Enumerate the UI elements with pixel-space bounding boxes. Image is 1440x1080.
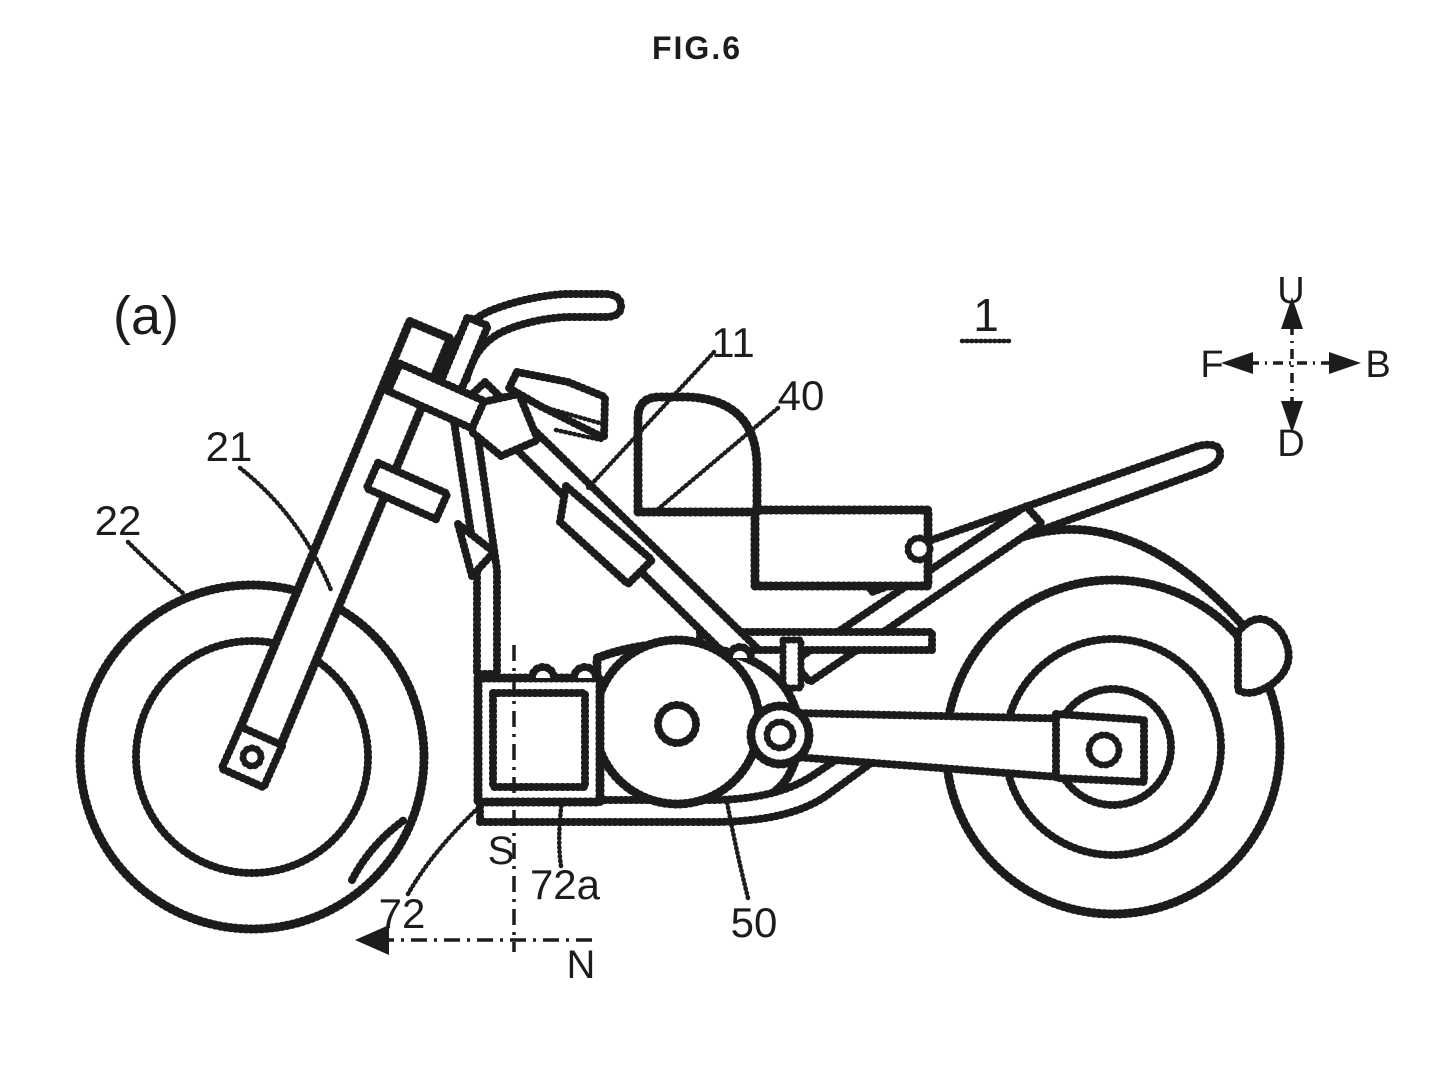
motorcycle-diagram (75, 290, 1293, 934)
compass-back-label: B (1365, 344, 1390, 386)
swingarm (746, 701, 1148, 786)
overall-reference-label: 1 (973, 289, 999, 341)
rear-frame (696, 440, 1225, 692)
n-axis-arrowhead (355, 925, 389, 955)
construction-lines (355, 645, 592, 955)
compass-down-arrowhead (1281, 401, 1303, 433)
leader-21 (237, 465, 334, 593)
tank-and-covers (454, 368, 656, 588)
compass-up-arrowhead (1281, 297, 1303, 329)
leader-lines (125, 349, 781, 901)
leader-22 (125, 539, 187, 597)
ref-label-11: 11 (711, 319, 755, 366)
handlebar (442, 290, 625, 386)
carrier-box (750, 505, 934, 591)
stand-bracket (348, 816, 408, 884)
figure-title: FIG.6 (652, 30, 742, 66)
front-axle-plate (217, 722, 287, 792)
front-wheel (75, 580, 429, 934)
ref-label-50: 50 (731, 899, 778, 946)
compass-down-label: D (1277, 423, 1304, 465)
leader-72a (556, 797, 565, 869)
axis-label-n: N (567, 943, 596, 987)
compass-up-label: U (1277, 270, 1304, 312)
lower-clamp (362, 458, 452, 524)
panel-label: (a) (113, 286, 179, 346)
leader-11 (585, 349, 717, 491)
leader-50 (724, 799, 751, 901)
compass-front-arrowhead (1221, 352, 1253, 374)
ref-label-72: 72 (379, 890, 426, 937)
compass-front-label: F (1200, 344, 1223, 386)
ref-label-72a: 72a (530, 861, 601, 908)
steering-assembly (217, 290, 625, 792)
compass-back-arrowhead (1329, 352, 1361, 374)
ref-label-21: 21 (206, 423, 253, 470)
ref-label-22: 22 (95, 497, 142, 544)
component-box-72 (473, 663, 605, 807)
upper-clamp (383, 359, 489, 433)
leader-72 (405, 805, 481, 897)
figure-labels: FIG.6 (a) 1 11 40 21 22 72 72a 50 S N (95, 30, 1013, 987)
axis-label-s: S (488, 829, 515, 873)
airbox-40 (633, 392, 762, 517)
orientation-compass: U D F B (1200, 270, 1390, 465)
ref-label-40: 40 (778, 372, 825, 419)
leader-40 (654, 405, 781, 513)
